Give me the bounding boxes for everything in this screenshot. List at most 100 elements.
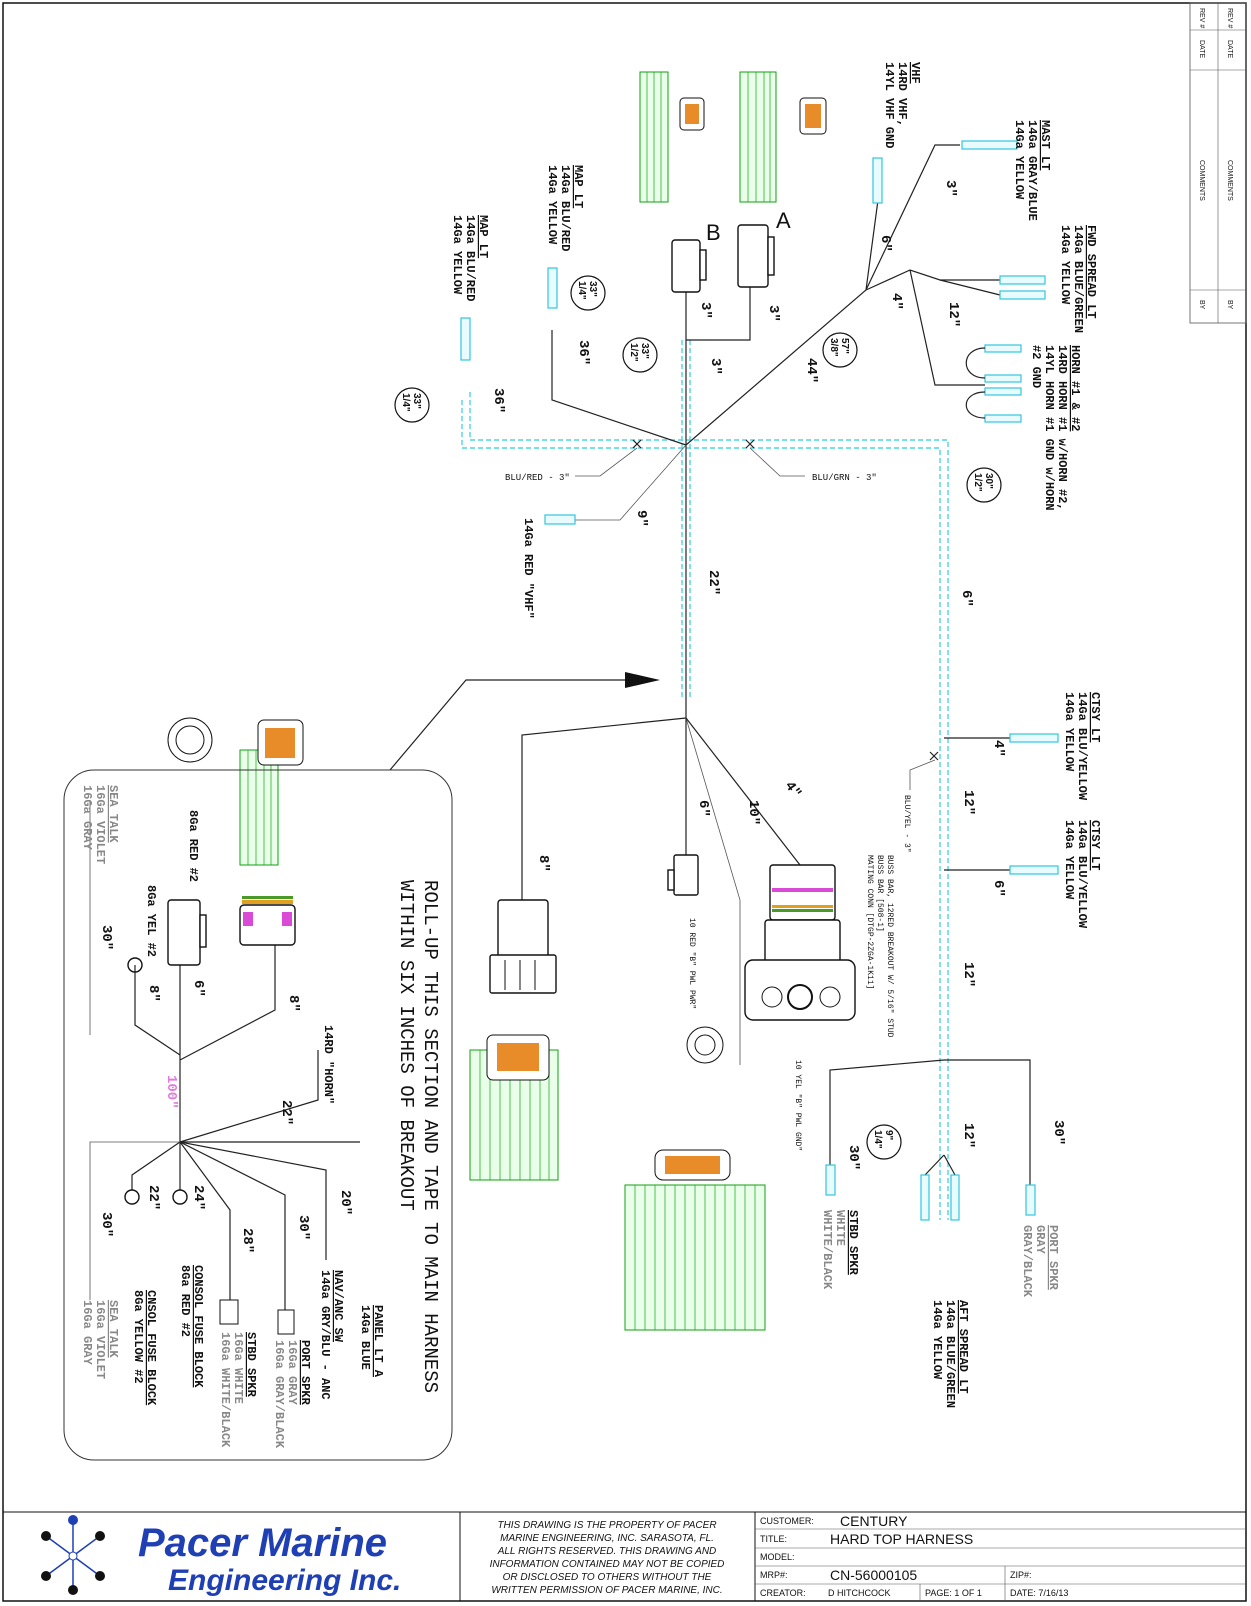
blu-grn-lead — [749, 447, 805, 477]
dim-30-stbd: 30" — [845, 1145, 861, 1170]
dim-30-p: 30" — [295, 1215, 311, 1240]
sea-talk-top-line-2: 16Ga GRAY — [80, 785, 94, 851]
company-logo-icon — [41, 1515, 105, 1595]
sea-talk-top-title: SEA TALK — [106, 785, 120, 843]
dim-8: 8" — [535, 855, 551, 872]
dim-36-mid: 36" — [575, 340, 591, 365]
rollup-line-2: WITHIN SIX INCHES OF BREAKOUT — [395, 880, 417, 1211]
fraction-circles: 33"1/4" 33"1/4" 33"1/2" 57"3/8" 30"1/2" … — [394, 275, 1002, 1160]
dim-10: 10" — [745, 800, 761, 825]
panel-lt-line-1: 14Ga BLUE — [358, 1305, 372, 1370]
dim-100: 100" — [163, 1075, 179, 1109]
labels-right: CTSY LT 14Ga BLU/YELLOW 14Ga YELLOW CTSY… — [687, 692, 1102, 1408]
conn-a-label: A — [776, 208, 791, 233]
conn-b-label: B — [706, 220, 721, 245]
panel-lt-title: PANEL LT A — [371, 1305, 385, 1378]
bus-bar-line-1: BUSS BAR, 12RED BREAKOUT W/ 5/16" STUD — [885, 855, 894, 1038]
fraction-5: 30"1/2" — [966, 467, 1002, 503]
port-spkr-right-line-2: GRAY/BLACK — [1020, 1225, 1034, 1298]
company-name-line-2: Engineering Inc. — [168, 1564, 401, 1597]
connector-face-icons — [167, 97, 827, 1181]
port-spkr-wire — [944, 1059, 1031, 1185]
sea-talk-bottom-line-2: 16Ga GRAY — [80, 1300, 94, 1366]
dim-4-ctsy: 4" — [990, 740, 1006, 757]
horn-lead-label: 14RD "HORN" — [321, 1025, 335, 1104]
connector-a — [737, 224, 775, 288]
plug-8in — [489, 899, 557, 994]
svg-text:33": 33" — [411, 393, 422, 409]
ctsy-lt-1-line-1: 14Ga BLU/YELLOW — [1075, 692, 1089, 801]
dim-9: 9" — [633, 510, 649, 527]
company-name-line-1: Pacer Marine — [138, 1521, 387, 1565]
ctsy-lt-1-line-2: 14Ga YELLOW — [1062, 692, 1076, 772]
notice-line-4: INFORMATION CONTAINED MAY NOT BE COPIED — [490, 1559, 725, 1570]
svg-text:33": 33" — [587, 281, 598, 297]
horn-wire — [909, 269, 985, 386]
vhf-red-label: 14Ga RED "VHF" — [521, 518, 535, 619]
date-header-2: DATE — [1226, 40, 1233, 58]
port-spkr-right-terminal — [1025, 1184, 1036, 1216]
stbd-spkr-left-line-2: 16Ga WHITE/BLACK — [218, 1332, 232, 1448]
dim-fwd-12: 12" — [945, 302, 961, 327]
bus-bar-line-2: BUSS BAR [508-1] — [875, 855, 884, 932]
sea-talk-bottom-line-1: 16Ga VIOLET — [93, 1300, 107, 1379]
svg-text:1/4": 1/4" — [400, 393, 411, 412]
title-value: HARD TOP HARNESS — [830, 1531, 973, 1547]
dim-30-s: 30" — [98, 1212, 114, 1237]
ctsy-lt-2-line-1: 14Ga BLU/YELLOW — [1075, 820, 1089, 929]
fwd-spread-terminal-1 — [999, 275, 1046, 285]
plug-6in — [667, 854, 699, 896]
customer-value: CENTURY — [840, 1513, 908, 1529]
stbd-spkr-right-line-1: WHITE — [833, 1210, 847, 1246]
cnsol-fuse-title: CNSOL FUSE BLOCK — [144, 1290, 158, 1406]
dim-36-left: 36" — [490, 388, 506, 413]
aft-spread-wire — [924, 1154, 956, 1176]
stbd-spkr-left-line-1: 16Ga WHITE — [231, 1332, 245, 1404]
dim-24: 24" — [190, 1185, 206, 1210]
creator-value: D HITCHCOCK — [828, 1588, 891, 1598]
notice-line-6: WRITTEN PERMISSION OF PACER MARINE, INC. — [491, 1585, 722, 1596]
trunk-sheath-1 — [461, 400, 941, 1220]
mast-lt-line-2: 14Ga YELLOW — [1012, 120, 1026, 200]
fraction-2: 33"1/4" — [570, 275, 606, 311]
fwd-spread-wire-1 — [865, 269, 1000, 291]
fraction-4: 57"3/8" — [822, 332, 858, 368]
fwd-spread-terminal-2 — [999, 290, 1046, 300]
aft-spread-line-2: 14Ga YELLOW — [930, 1300, 944, 1380]
nav-anc-title: NAV/ANC SW — [331, 1270, 345, 1343]
svg-text:33": 33" — [639, 343, 650, 359]
fwd-spread-line-1: 14Ga BLUE/GREEN — [1071, 225, 1085, 333]
customer-label: CUSTOMER: — [760, 1516, 814, 1526]
map-lt-left-title: MAP LT — [476, 215, 490, 258]
branch-10in — [685, 717, 741, 1065]
bus-bar-line-3: MATING CONN [DTGP-2ZGA-1K11] — [865, 855, 874, 989]
dim-30-yel: 30" — [98, 925, 114, 950]
svg-text:57": 57" — [839, 338, 850, 354]
comments-header-1: COMMENTS — [1198, 160, 1205, 201]
rollup-arrow-head — [625, 672, 660, 688]
map-lt-left-line-2: 14Ga YELLOW — [450, 215, 464, 295]
notice-line-1: THIS DRAWING IS THE PROPERTY OF PACER — [497, 1520, 716, 1531]
horn-line-1: 14RD HORN #1 w/HORN #2, — [1055, 345, 1069, 511]
svg-text:1/4": 1/4" — [576, 281, 587, 300]
dim-44: 44" — [803, 358, 819, 383]
dim-8-red: 8" — [285, 995, 301, 1012]
vhf-red-wire — [575, 444, 687, 521]
rollup-nav-branch — [179, 1141, 327, 1260]
notice-line-3: ALL RIGHTS RESERVED. THIS DRAWING AND — [497, 1546, 717, 1557]
notice-line-5: OR DISCLOSED TO OTHERS WITHOUT THE — [503, 1572, 712, 1583]
x-marker-2 — [745, 439, 755, 449]
rev-header-1: REV # — [1198, 8, 1205, 28]
yel-2-label: 8Ga YEL #2 — [144, 885, 158, 957]
dim-22-horn: 22" — [278, 1100, 294, 1125]
svg-text:3/8": 3/8" — [828, 338, 839, 357]
date-header-1: DATE — [1198, 40, 1205, 58]
terminals — [460, 140, 1059, 1221]
map-lt-mid-title: MAP LT — [571, 165, 585, 208]
svg-text:1/2": 1/2" — [972, 473, 983, 492]
dim-vhf: 6" — [877, 235, 893, 252]
dim-12-a: 12" — [960, 790, 976, 815]
fwd-spread-line-2: 14Ga YELLOW — [1058, 225, 1072, 305]
dim-20: 20" — [337, 1190, 353, 1215]
